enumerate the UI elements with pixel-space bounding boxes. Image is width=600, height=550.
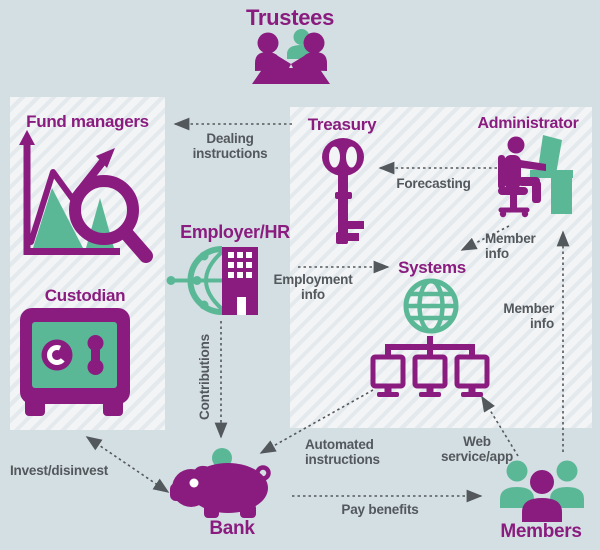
node-label-custodian: Custodian <box>44 286 126 305</box>
person-at-desk-icon <box>498 135 573 218</box>
key-icon <box>322 138 364 244</box>
flow-label-employment-info: Employment info <box>273 272 353 303</box>
flow-label-dealing-instructions: Dealing instructions <box>192 131 268 162</box>
flow-label-automated-instructions: Automated instructions <box>305 437 380 468</box>
safe-icon <box>20 308 130 416</box>
node-label-systems: Systems <box>398 258 466 277</box>
node-label-employer-hr: Employer/HR <box>180 222 290 242</box>
flow-label-forecasting: Forecasting <box>396 176 471 191</box>
node-label-bank: Bank <box>209 518 255 539</box>
globe-network-icon <box>403 278 459 334</box>
network-monitors-icon <box>370 336 490 397</box>
node-label-fund-managers: Fund managers <box>26 112 149 131</box>
flow-label-invest-disinvest: Invest/disinvest <box>10 463 109 478</box>
flow-label-pay-benefits: Pay benefits <box>341 502 419 517</box>
people-group-icon <box>500 460 584 522</box>
flow-label-member-info-members: Member info <box>503 301 554 332</box>
meeting-table-icon <box>252 29 330 84</box>
chart-magnifier-icon <box>19 130 153 263</box>
node-label-members: Members <box>500 521 582 542</box>
flow-label-member-info-admin: Member info <box>485 231 536 262</box>
node-label-treasury: Treasury <box>307 115 377 134</box>
globe-building-icon <box>166 246 258 315</box>
page-title: Trustees <box>245 5 335 30</box>
node-label-administrator: Administrator <box>477 115 579 132</box>
flow-label-contributions: Contributions <box>197 334 212 420</box>
piggy-bank-icon <box>170 448 271 518</box>
